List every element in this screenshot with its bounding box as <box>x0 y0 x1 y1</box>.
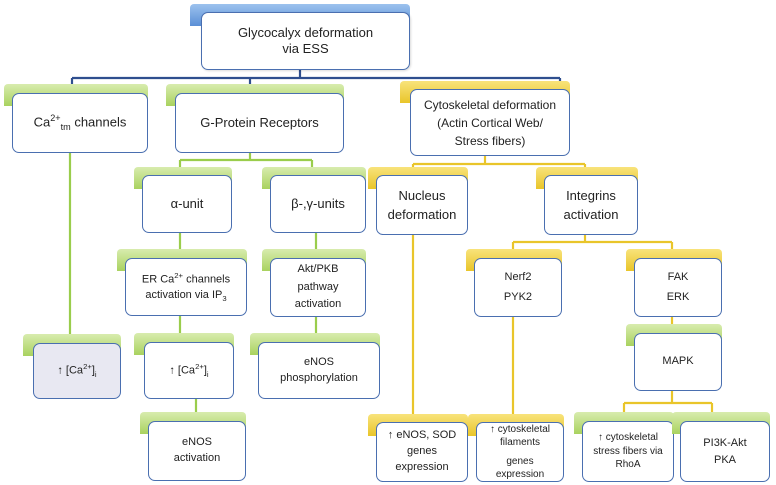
node-cytoskeletal-deformation: Cytoskeletal deformation (Actin Cortical… <box>400 81 570 156</box>
alpha-label: α-unit <box>170 195 204 211</box>
enos-phos-line1: eNOS <box>304 355 334 368</box>
er-ca-line2: activation via IP3 <box>145 289 227 304</box>
fak-line2: ERK <box>666 290 690 303</box>
node-alpha-unit: α-unit <box>134 167 232 233</box>
node-er-ca-channels: ER Ca2+ channels activation via IP3 <box>117 249 247 316</box>
node-enos-activation: eNOS activation <box>140 412 246 481</box>
node-pi3k-akt-pka: PI3K-Akt PKA <box>672 412 770 482</box>
stress-line3: RhoA <box>615 459 641 471</box>
fak-line1: FAK <box>667 270 689 283</box>
cyto-fil-line1: ↑ cytoskeletal <box>489 424 551 435</box>
akt-line2: pathway <box>297 280 339 293</box>
node-beta-gamma-units: β-,γ-units <box>262 167 366 233</box>
cyto-fil-line3: genes <box>506 456 534 467</box>
ca-channels-label: Ca2+tm channels <box>33 112 127 132</box>
integrins-line1: Integrins <box>566 187 616 203</box>
node-nucleus-deformation: Nucleus deformation <box>368 167 468 235</box>
node-ca-i-left: ↑ [Ca2+]i <box>23 334 121 399</box>
nerf2-line1: Nerf2 <box>504 270 532 283</box>
node-akt-pkb-pathway: Akt/PKB pathway activation <box>262 249 366 317</box>
gpr-label: G-Protein Receptors <box>200 114 319 130</box>
akt-line3: activation <box>294 298 342 311</box>
enos-phos-line2: phosphorylation <box>280 371 358 384</box>
beta-label: β-,γ-units <box>291 195 345 211</box>
node-integrins-activation: Integrins activation <box>536 167 638 235</box>
ca-i-mid-label: ↑ [Ca2+]i <box>169 361 209 379</box>
node-fak-erk: FAK ERK <box>626 249 722 317</box>
root-line1: Glycocalyx deformation <box>237 24 374 40</box>
integrins-line2: activation <box>563 207 619 222</box>
mapk-label: MAPK <box>662 355 694 368</box>
enos-sod-line3: expression <box>395 460 449 473</box>
node-enos-sod-genes: ↑ eNOS, SOD genes expression <box>368 414 468 482</box>
pi3k-line1: PI3K-Akt <box>703 437 747 449</box>
nucleus-line2: deformation <box>387 207 457 222</box>
node-enos-phosphorylation: eNOS phosphorylation <box>250 333 380 399</box>
node-ca-i-mid: ↑ [Ca2+]i <box>134 333 234 399</box>
node-mapk: MAPK <box>626 324 722 391</box>
enos-sod-line1: ↑ eNOS, SOD <box>387 429 457 442</box>
node-g-protein-receptors: G-Protein Receptors <box>166 84 344 153</box>
ca-i-left-label: ↑ [Ca2+]i <box>57 362 97 380</box>
node-cytoskeletal-filaments: ↑ cytoskeletal filaments genes expressio… <box>468 414 564 482</box>
cyto-line3: Stress fibers) <box>454 133 526 148</box>
akt-line1: Akt/PKB <box>297 263 339 276</box>
cyto-line2: (Actin Cortical Web/ <box>437 115 543 130</box>
stress-line2: stress fibers via <box>593 445 663 457</box>
cyto-fil-line2: filaments <box>499 437 540 448</box>
stress-line1: ↑ cytoskeletal <box>597 432 659 444</box>
node-ca-tm-channels: Ca2+tm channels <box>4 84 148 153</box>
pi3k-line2: PKA <box>713 453 736 466</box>
node-nerf2-pyk2: Nerf2 PYK2 <box>466 249 562 317</box>
cyto-fil-line4: expression <box>495 469 545 480</box>
enos-act-line1: eNOS <box>182 436 212 449</box>
enos-act-line2: activation <box>173 452 221 464</box>
node-stress-fibers-rhoa: ↑ cytoskeletal stress fibers via RhoA <box>574 412 674 482</box>
er-ca-line1: ER Ca2+ channels <box>141 270 231 286</box>
root-line2: via ESS <box>282 41 329 56</box>
cyto-line1: Cytoskeletal deformation <box>423 97 557 112</box>
nerf2-line2: PYK2 <box>503 290 533 303</box>
node-glycocalyx-deformation: Glycocalyx deformation via ESS <box>190 4 410 70</box>
nucleus-line1: Nucleus <box>398 187 446 203</box>
enos-sod-line2: genes <box>407 445 437 458</box>
